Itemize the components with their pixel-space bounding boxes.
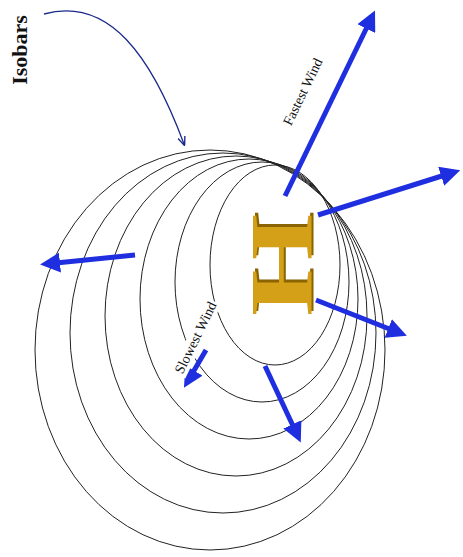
wind-arrow bbox=[316, 300, 392, 330]
isobar bbox=[105, 156, 367, 476]
isobar bbox=[140, 159, 358, 439]
wind-arrows bbox=[56, 25, 445, 428]
high-pressure-symbol: H bbox=[238, 214, 326, 317]
isobars-label: Isobars bbox=[8, 13, 32, 87]
wind-arrow bbox=[318, 175, 445, 215]
wind-speed-label: Fastest Wind bbox=[279, 54, 327, 130]
leader-line bbox=[44, 11, 184, 144]
wind-arrow bbox=[265, 366, 294, 428]
isobar bbox=[175, 162, 349, 402]
isobar bbox=[70, 153, 376, 513]
wind-arrow bbox=[56, 255, 135, 263]
